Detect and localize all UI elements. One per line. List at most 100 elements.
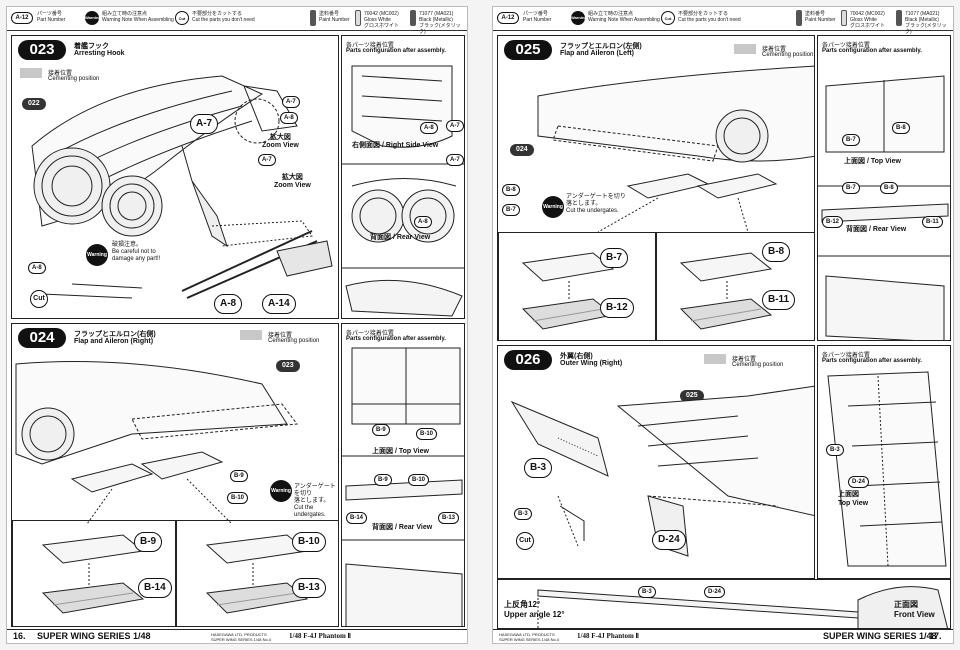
part-code: A-12 — [497, 12, 519, 24]
ref-step-022: 022 — [22, 98, 46, 110]
cut-icon: Cut — [516, 532, 534, 550]
part-label-b7-top: B-7 — [842, 134, 860, 146]
part-label-a7: A-7 — [190, 114, 219, 134]
left-flap-aileron-diagram — [537, 65, 814, 233]
detail-b7-b12 — [498, 232, 656, 340]
series-name: SUPER WING SERIES 1/48 — [823, 631, 937, 641]
part-label-b10-small: B-10 — [227, 492, 249, 504]
product-name: 1/48 F-4J Phantom Ⅱ — [289, 632, 351, 640]
part-label-b10-rear: B-10 — [408, 474, 430, 486]
upper-angle-label: 上反角12°Upper angle 12° — [504, 600, 565, 619]
part-label-a8-cut: A-8 — [28, 262, 46, 274]
part-label-b9-small: B-9 — [230, 470, 248, 482]
paint-black-icon — [896, 10, 902, 26]
step-024: 024 フラップとエルロン(右側) Flap and Aileron (Righ… — [11, 323, 339, 627]
page-number: 17. — [929, 631, 942, 641]
ref-step-024: 024 — [510, 144, 534, 156]
warning-text: アンダーゲートを切り 落とします。 Cut the undergates. — [566, 194, 626, 214]
part-label-b11: B-11 — [762, 290, 796, 310]
part-label-b10: B-10 — [292, 532, 326, 552]
part-label-b8-small: B-8 — [502, 184, 520, 196]
warning-text: 破損注意。 Be careful not to damage any part!… — [112, 242, 161, 262]
ref-step-023: 023 — [276, 360, 300, 372]
part-label-b3: B-3 — [524, 458, 553, 478]
part-label-b3-cut: B-3 — [514, 508, 532, 520]
step-number: 024 — [18, 328, 66, 348]
cut-icon: Cut — [661, 11, 675, 25]
parts-configuration-panel-024: 各パーツ接着位置 Parts configuration after assem… — [341, 323, 465, 627]
part-label-b9: B-9 — [134, 532, 163, 552]
step-026: 026 外翼(右側) Outer Wing (Right) 接着位置 Cemen… — [497, 345, 815, 579]
step-number: 025 — [504, 40, 552, 60]
paint-white-icon — [355, 10, 361, 26]
footer: 16. SUPER WING SERIES 1/48 HASEGAWA LTD.… — [7, 629, 467, 643]
rear-view-caption: 背面図 / Rear View — [372, 524, 433, 531]
detail-b8-b11 — [656, 232, 814, 340]
warning-icon: Warning — [86, 244, 108, 266]
assembly-views — [342, 65, 464, 317]
step-title-en: Flap and Aileron (Right) — [74, 338, 154, 345]
part-label-b7-rear: B-7 — [842, 182, 860, 194]
part-label-b8: B-8 — [762, 242, 791, 262]
part-label-d24-front: D-24 — [704, 586, 726, 598]
paint-2: 71077 (MA021)Black (Metallic)ブラック(メタリック) — [419, 11, 461, 35]
paint-bottle-icon — [310, 10, 316, 26]
paint-bottle-icon — [796, 10, 802, 26]
series-name: SUPER WING SERIES 1/48 — [37, 631, 151, 641]
parts-configuration-panel-023: 各パーツ接着位置 Parts configuration after assem… — [341, 35, 465, 319]
step-title-jp: フラップとエルロン(左側) — [560, 43, 642, 50]
part-label-a8-rear: A-8 — [414, 216, 432, 228]
part-label-b8-top: B-8 — [892, 122, 910, 134]
step-title-jp: 外翼(右側) — [560, 353, 593, 360]
ref-step-025: 025 — [680, 390, 704, 402]
part-label-b7-small: B-7 — [502, 204, 520, 216]
part-label-b9-top: B-9 — [372, 424, 390, 436]
part-label-b14: B-14 — [138, 578, 172, 598]
part-label-b3-front: B-3 — [638, 586, 656, 598]
step-title-en: Arresting Hook — [74, 50, 125, 57]
arresting-hook-diagram — [31, 75, 333, 299]
part-label-a8: A-8 — [214, 294, 243, 314]
detail-b10-b13 — [176, 520, 338, 626]
part-label-b7: B-7 — [600, 248, 629, 268]
detail-b9-b14 — [12, 520, 176, 626]
step-title-jp: フラップとエルロン(右側) — [74, 331, 156, 338]
rear-view-caption: 背面図 / Rear View — [370, 234, 431, 241]
part-label-a8-small: A-8 — [280, 112, 298, 124]
assembly-views — [342, 347, 464, 626]
warning-icon: Warning — [571, 11, 587, 25]
assembly-views — [827, 371, 947, 567]
part-label-b8-rear: B-8 — [880, 182, 898, 194]
part-code: A-12 — [11, 12, 33, 24]
warning-text: アンダーゲートを切り 落とします。 Cut the undergates. — [294, 484, 336, 518]
step-title-jp: 着艦フック — [74, 43, 109, 50]
part-label-b3-top: B-3 — [826, 444, 844, 456]
right-side-view-caption: 右側面図 / Right Side View — [352, 142, 439, 149]
part-label-a8-side: A-8 — [420, 122, 438, 134]
cut-icon: Cut — [175, 11, 189, 25]
part-label-b10-top: B-10 — [416, 428, 438, 440]
product-name: 1/48 F-4J Phantom Ⅱ — [577, 632, 639, 640]
cut-icon: Cut — [30, 290, 48, 308]
top-view-caption: 上面図 / Top View — [372, 448, 429, 455]
part-label-a7-zoom: A-7 — [258, 154, 276, 166]
part-label-b11-rear: B-11 — [922, 216, 943, 228]
part-label-b12: B-12 — [600, 298, 634, 318]
part-label-a7-rear: A-7 — [446, 154, 464, 166]
top-view-caption: 上面図 / Top View — [844, 158, 901, 165]
